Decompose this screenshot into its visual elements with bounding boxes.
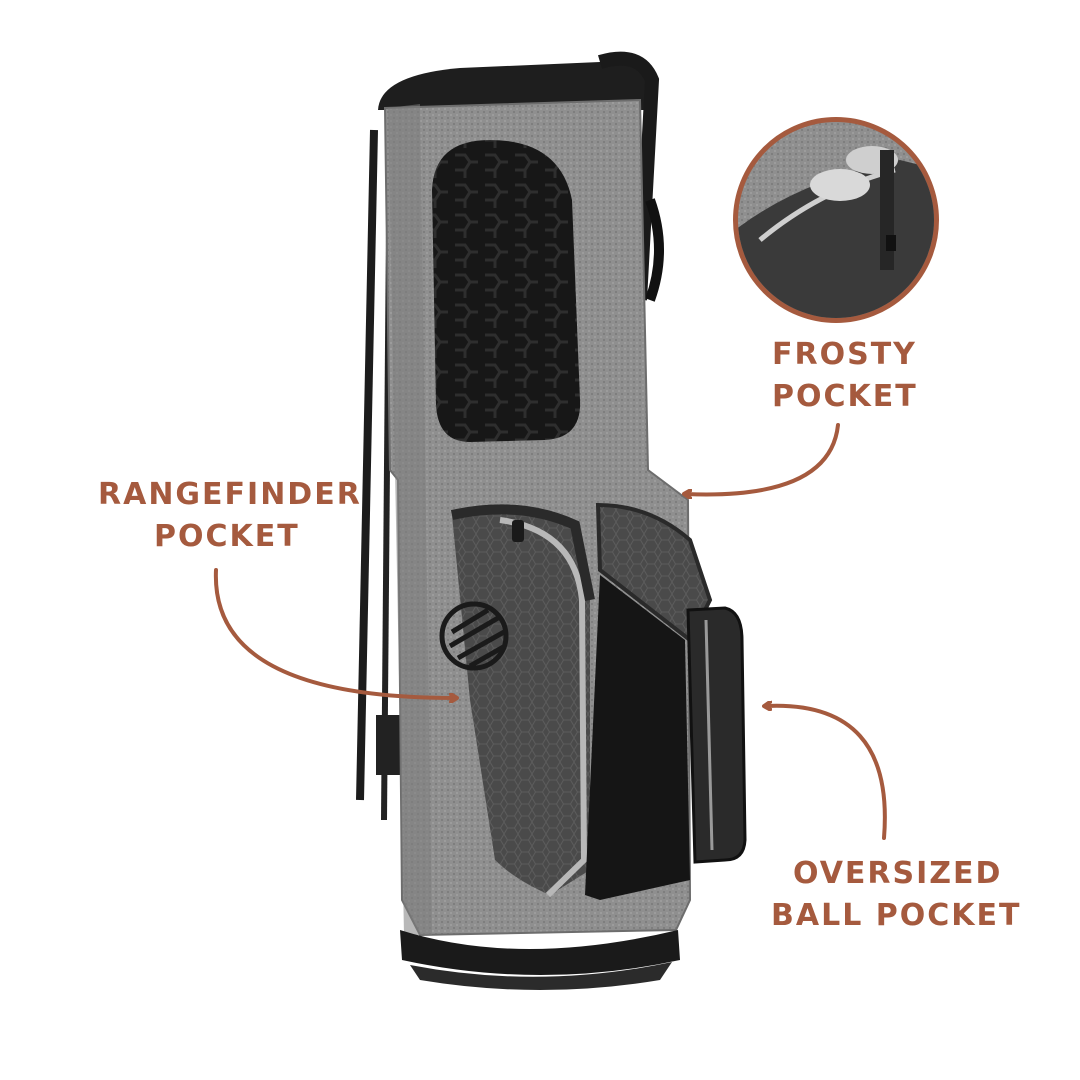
rangefinder-pocket-label-line2: POCKET [154,519,300,554]
ball-pocket-label-line1: OVERSIZED [793,856,1003,891]
rangefinder-pocket-label: RANGEFINDER POCKET [98,474,362,558]
ball-pocket-label: OVERSIZED BALL POCKET [771,853,1021,937]
bag-base [400,930,680,975]
ball-pocket-label-line2: BALL POCKET [771,898,1022,933]
rangefinder-pocket-arrow [213,568,455,698]
mesh-pocket [585,575,690,900]
frosty-pocket-label-line1: FROSTY [772,337,917,372]
frosty-pocket-label: FROSTY POCKET [772,334,918,418]
ball-pocket-arrow [766,706,887,840]
back-grip-pad [432,140,581,442]
frosty-pocket-label-line2: POCKET [772,379,918,414]
ball-pocket [686,606,747,864]
bag-top-rim [378,51,664,302]
rangefinder-pocket-label-line1: RANGEFINDER [98,477,362,512]
frosty-pocket-inset [733,117,939,323]
brand-logo-icon [439,601,509,671]
frosty-pocket-arrow [686,423,840,494]
